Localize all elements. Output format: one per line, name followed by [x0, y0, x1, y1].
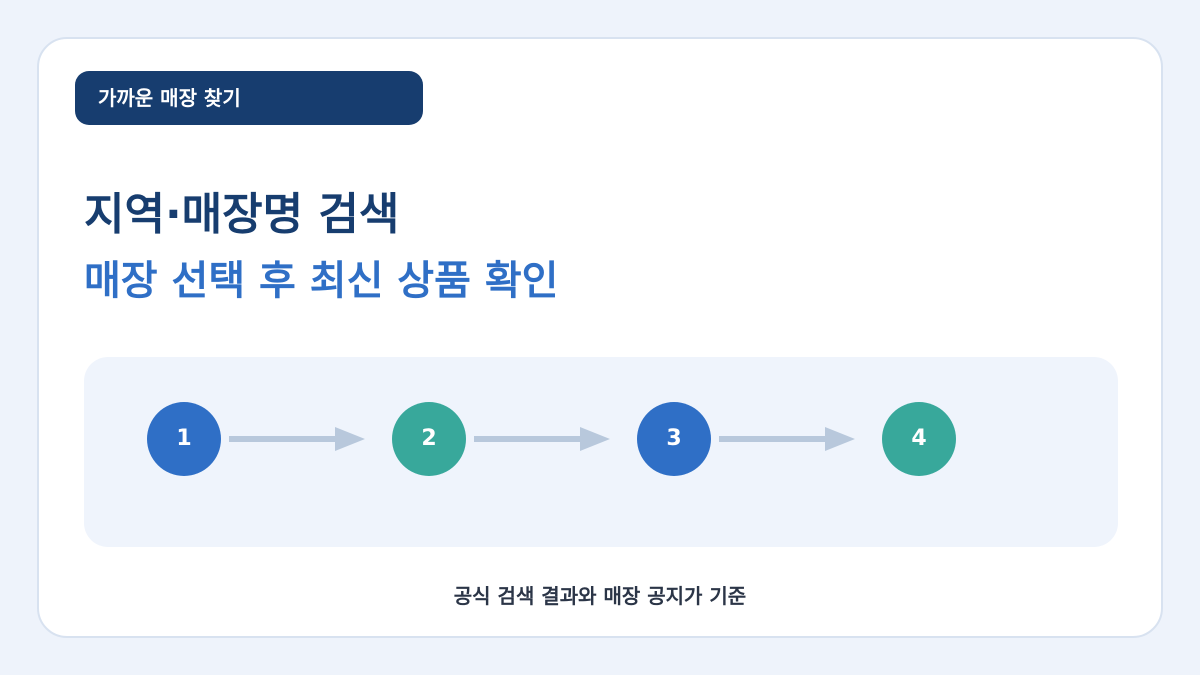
arrow-right-icon	[229, 427, 365, 451]
category-badge: 가까운 매장 찾기	[75, 71, 423, 125]
footer-note: 공식 검색 결과와 매장 공지가 기준	[453, 584, 747, 608]
step-circle-1: 1	[147, 402, 221, 476]
arrow-right-icon	[719, 427, 855, 451]
step-circle-2: 2	[392, 402, 466, 476]
step-circle-4: 4	[882, 402, 956, 476]
badge-label: 가까운 매장 찾기	[98, 86, 241, 110]
step-flow: 1 2 3 4	[84, 357, 1118, 547]
arrow-right-icon	[474, 427, 610, 451]
info-card: 가까운 매장 찾기 지역·매장명 검색 매장 선택 후 최신 상품 확인 1 2…	[37, 37, 1163, 638]
page-title: 지역·매장명 검색	[84, 189, 400, 240]
step-circle-3: 3	[637, 402, 711, 476]
page-subtitle: 매장 선택 후 최신 상품 확인	[84, 258, 559, 304]
